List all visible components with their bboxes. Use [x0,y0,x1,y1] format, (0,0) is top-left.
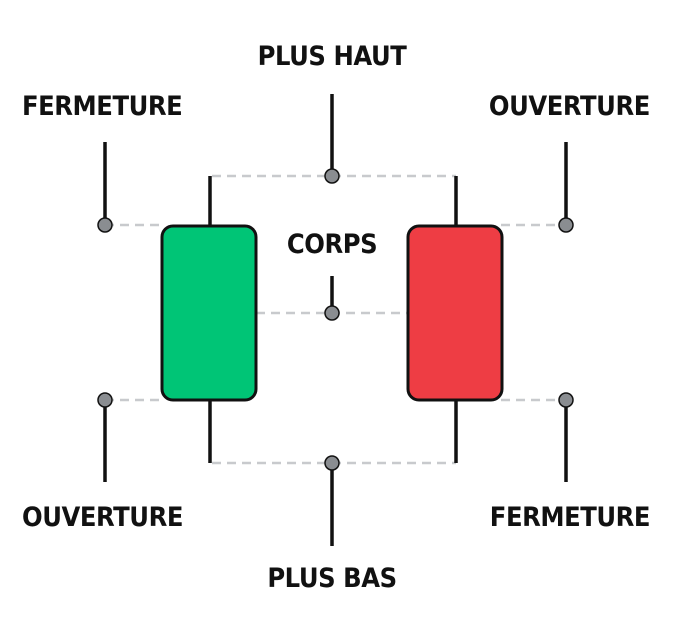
bull-open-marker-dot [97,392,113,408]
bearish-candle [406,176,504,463]
bear-close-marker-dot [558,392,574,408]
bear-close-label: FERMETURE [489,502,651,533]
bullish-candle-body [160,224,258,402]
bear-open-marker-dot [558,217,574,233]
bearish-candle-body [406,224,504,402]
body-marker-dot [324,305,340,321]
bear-open-label: OUVERTURE [489,91,650,122]
bull-close-marker-dot [97,217,113,233]
marker-dots [97,168,574,471]
bullish-candle [160,176,258,463]
low-marker-dot [324,455,340,471]
body-label: CORPS [286,229,378,260]
high-label: PLUS HAUT [257,41,407,72]
bull-close-label: FERMETURE [22,91,183,122]
low-label: PLUS BAS [267,563,397,594]
high-marker-dot [324,168,340,184]
pointer-stems [103,94,568,546]
bull-open-label: OUVERTURE [22,502,183,533]
